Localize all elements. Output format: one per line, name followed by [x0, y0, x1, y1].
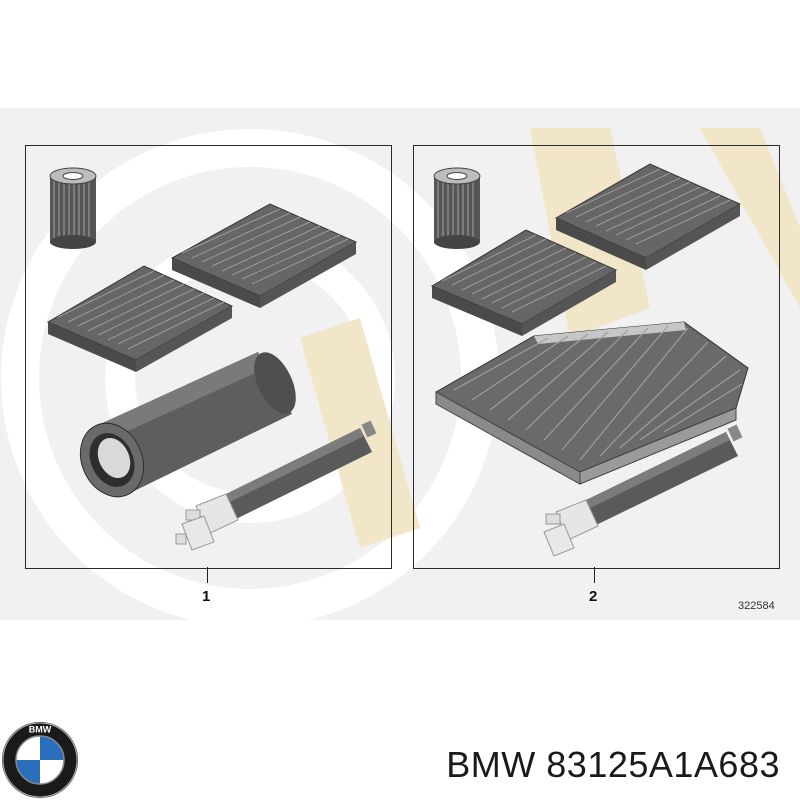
air-filter-image: [434, 321, 749, 485]
kit-panel-1: [25, 145, 392, 569]
bmw-logo-icon: BMW: [2, 722, 78, 798]
oil-filter-image: [433, 167, 481, 249]
leader-line-2: [594, 567, 595, 583]
fuel-filter-image: [175, 420, 377, 551]
cabin-filter-image: [46, 265, 234, 372]
part-number-title: BMW 83125A1A683: [446, 744, 780, 785]
leader-line-1: [207, 567, 208, 583]
kit-panel-2: [413, 145, 780, 569]
svg-text:BMW: BMW: [29, 725, 52, 735]
cabin-filter-image: [430, 229, 618, 336]
footer: BMW BMW 83125A1A683: [0, 700, 800, 800]
panel-number-1: 1: [202, 588, 211, 605]
oil-filter-image: [49, 167, 97, 249]
reference-number: 322584: [738, 600, 775, 612]
cabin-filter-image: [170, 203, 358, 308]
fuel-filter-image: [543, 424, 743, 557]
diesel-fuel-filter-image: [79, 352, 296, 498]
cabin-filter-image: [554, 163, 742, 270]
panel-number-2: 2: [589, 588, 598, 605]
